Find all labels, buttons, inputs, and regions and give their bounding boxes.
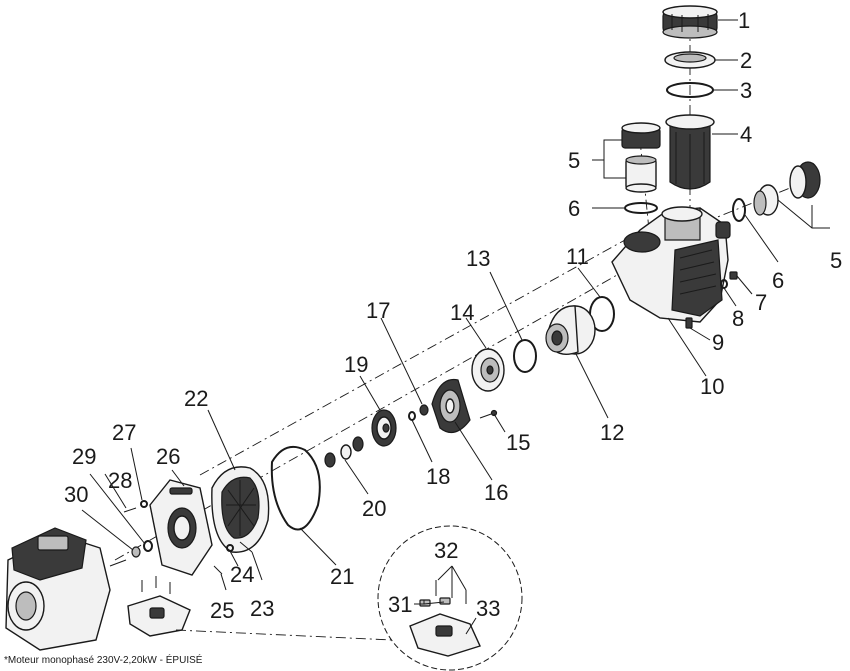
callout-21: 21 xyxy=(330,564,354,589)
motor-base xyxy=(127,595,191,637)
callout-6a: 6 xyxy=(568,196,580,221)
callout-31: 31 xyxy=(388,592,412,617)
callouts: 1 2 3 4 5 6 5 6 7 8 9 10 11 12 13 14 15 … xyxy=(64,8,842,623)
part-21-body-gasket xyxy=(270,446,321,531)
callout-32: 32 xyxy=(434,538,458,563)
footnote: *Moteur monophasé 230V-2,20kW - ÉPUISÉ xyxy=(4,655,203,666)
callout-19: 19 xyxy=(344,352,368,377)
part-22-motor-bracket xyxy=(211,466,270,553)
part-23-screw xyxy=(239,541,253,553)
part-10-pump-body xyxy=(611,206,731,323)
callout-14: 14 xyxy=(450,300,474,325)
callout-10: 10 xyxy=(700,374,724,399)
callout-25: 25 xyxy=(210,598,234,623)
part-17-nut xyxy=(419,404,429,416)
base-screws xyxy=(141,576,171,594)
part-2-lid xyxy=(664,51,716,69)
callout-4: 4 xyxy=(740,122,752,147)
callout-15: 15 xyxy=(506,430,530,455)
callout-30: 30 xyxy=(64,482,88,507)
callout-3: 3 xyxy=(740,78,752,103)
part-27-washer xyxy=(140,500,148,508)
callout-33: 33 xyxy=(476,596,500,621)
part-5-union-left xyxy=(621,122,661,193)
callout-28: 28 xyxy=(108,468,132,493)
part-15-screw xyxy=(479,409,498,419)
part-19-impeller xyxy=(371,409,397,447)
part-4-strainer-basket xyxy=(665,114,715,190)
part-12-diffuser xyxy=(545,305,596,355)
part-5-union-right xyxy=(753,161,821,216)
callout-8: 8 xyxy=(732,306,744,331)
part-18-washer xyxy=(408,411,416,421)
part-13-o-ring xyxy=(513,339,537,373)
leader-lines xyxy=(81,19,830,635)
part-1-lid-nut xyxy=(662,5,718,39)
part-14-wear-plate xyxy=(471,348,505,392)
callout-7: 7 xyxy=(755,290,767,315)
part-6-o-ring-right xyxy=(732,198,746,222)
motor xyxy=(5,527,127,651)
callout-5b: 5 xyxy=(830,248,842,273)
callout-20: 20 xyxy=(362,496,386,521)
callout-6b: 6 xyxy=(772,268,784,293)
callout-9: 9 xyxy=(712,330,724,355)
detail-zoom-circle xyxy=(175,525,523,671)
callout-1: 1 xyxy=(738,8,750,33)
callout-18: 18 xyxy=(426,464,450,489)
part-20-mechanical-seal xyxy=(324,436,364,468)
part-28-screw xyxy=(123,507,137,513)
callout-23: 23 xyxy=(250,596,274,621)
callout-13: 13 xyxy=(466,246,490,271)
callout-11: 11 xyxy=(566,244,589,269)
part-26-seal-plate xyxy=(149,479,213,576)
callout-26: 26 xyxy=(156,444,180,469)
part-9-screw xyxy=(685,317,693,329)
part-25-screw xyxy=(213,565,223,575)
callout-24: 24 xyxy=(230,562,254,587)
callout-2: 2 xyxy=(740,48,752,73)
callout-5a: 5 xyxy=(568,148,580,173)
callout-22: 22 xyxy=(184,386,208,411)
part-29-deflector xyxy=(143,540,153,552)
callout-16: 16 xyxy=(484,480,508,505)
part-30-shaft-ring xyxy=(131,546,141,558)
callout-12: 12 xyxy=(600,420,624,445)
callout-17: 17 xyxy=(366,298,390,323)
part-6-o-ring-left xyxy=(624,202,658,214)
part-7-drain-plug xyxy=(729,271,738,280)
callout-29: 29 xyxy=(72,444,96,469)
part-16-seal-housing xyxy=(431,378,471,434)
callout-27: 27 xyxy=(112,420,136,445)
